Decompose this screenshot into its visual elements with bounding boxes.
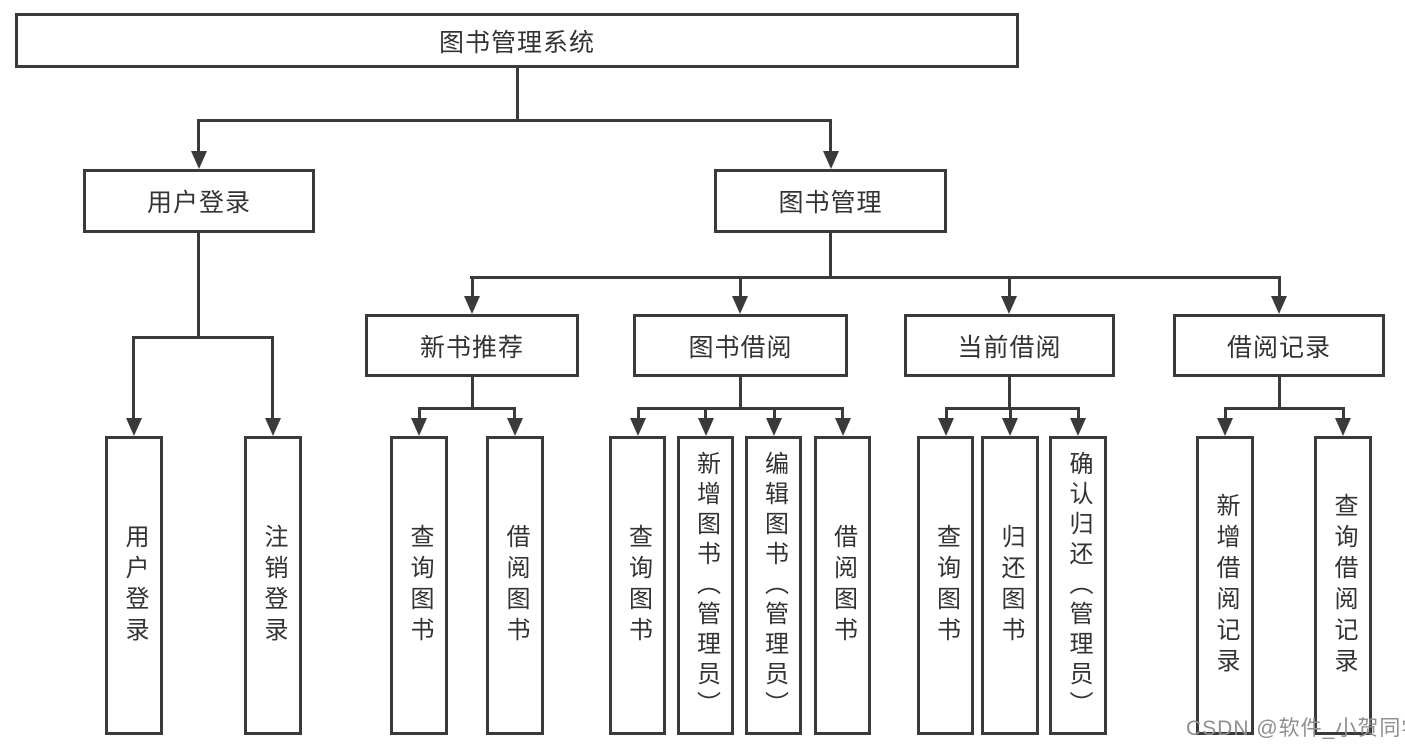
connector-borrow-c3 <box>773 407 776 420</box>
leaf-records-query-record: 查询借阅记录 <box>1314 436 1372 735</box>
arrowhead-borrow-c4 <box>835 418 851 436</box>
leaf-current-confirm-return-admin: 确认归还（管理员） <box>1049 436 1107 735</box>
arrowhead-current-c1 <box>938 418 954 436</box>
connector-to-borrow <box>739 276 742 298</box>
connector-manage-branch <box>470 276 1280 279</box>
connector-borrow-c4 <box>841 407 844 420</box>
connector-to-recommend <box>471 276 474 298</box>
arrowhead-current-c2 <box>1002 418 1018 436</box>
connector-root-stem <box>516 68 519 119</box>
connector-recommend-branch <box>418 407 516 410</box>
arrowhead-records-c1 <box>1217 418 1233 436</box>
connector-to-leaf-login <box>132 336 135 420</box>
connector-root-branch <box>198 119 832 122</box>
connector-to-book-management <box>829 119 832 153</box>
arrowhead-borrow-c3 <box>766 418 782 436</box>
arrowhead-borrow-c1 <box>630 418 646 436</box>
connector-recommend-c2 <box>513 407 516 420</box>
connector-current-branch <box>945 407 1079 410</box>
connector-borrow-branch <box>637 407 844 410</box>
connector-records-c1 <box>1224 407 1227 420</box>
arrowhead-current-c3 <box>1070 418 1086 436</box>
connector-records-c2 <box>1342 407 1345 420</box>
arrowhead-book-management <box>823 151 839 169</box>
connector-records-stem <box>1278 377 1281 407</box>
leaf-logout: 注销登录 <box>244 436 302 735</box>
csdn-watermark: CSDN @软件_小贺同学 <box>1186 717 1405 740</box>
arrowhead-current <box>1001 296 1017 314</box>
connector-to-current <box>1008 276 1011 298</box>
node-book-management: 图书管理 <box>714 169 947 233</box>
arrowhead-user-login <box>191 151 207 169</box>
leaf-user-login: 用户登录 <box>105 436 163 735</box>
leaf-records-add-record: 新增借阅记录 <box>1196 436 1254 735</box>
arrowhead-borrow <box>732 296 748 314</box>
connector-login-stem <box>197 233 200 336</box>
connector-borrow-stem <box>739 377 742 407</box>
node-library-management-system: 图书管理系统 <box>15 13 1019 68</box>
connector-current-c2 <box>1009 407 1012 420</box>
connector-borrow-c1 <box>637 407 640 420</box>
arrowhead-records <box>1271 296 1287 314</box>
connector-to-leaf-logout <box>271 336 274 420</box>
connector-records-branch <box>1224 407 1344 410</box>
leaf-borrow-add-books-admin: 新增图书（管理员） <box>677 436 734 735</box>
arrowhead-recommend-c2 <box>507 418 523 436</box>
connector-current-stem <box>1008 377 1011 407</box>
node-user-login: 用户登录 <box>83 169 315 233</box>
connector-recommend-c1 <box>418 407 421 420</box>
leaf-recommend-borrow-books: 借阅图书 <box>486 436 544 735</box>
leaf-borrow-borrow-books: 借阅图书 <box>814 436 871 735</box>
leaf-current-query-books: 查询图书 <box>917 436 974 735</box>
node-book-borrowing: 图书借阅 <box>633 314 848 377</box>
connector-current-c1 <box>945 407 948 420</box>
node-new-book-recommendation: 新书推荐 <box>365 314 579 377</box>
leaf-current-return-books: 归还图书 <box>981 436 1039 735</box>
node-borrowing-records: 借阅记录 <box>1173 314 1385 377</box>
connector-manage-stem <box>829 233 832 276</box>
connector-to-user-login <box>197 119 200 153</box>
node-current-borrowing: 当前借阅 <box>904 314 1115 377</box>
leaf-borrow-edit-books-admin: 编辑图书（管理员） <box>745 436 802 735</box>
connector-to-records <box>1278 276 1281 298</box>
arrowhead-leaf-logout <box>265 418 281 436</box>
arrowhead-records-c2 <box>1335 418 1351 436</box>
arrowhead-leaf-login <box>126 418 142 436</box>
connector-current-c3 <box>1077 407 1080 420</box>
arrowhead-borrow-c2 <box>698 418 714 436</box>
leaf-borrow-query-books: 查询图书 <box>609 436 666 735</box>
connector-login-branch <box>133 336 274 339</box>
leaf-recommend-query-books: 查询图书 <box>390 436 448 735</box>
arrowhead-recommend <box>464 296 480 314</box>
connector-borrow-c2 <box>704 407 707 420</box>
connector-recommend-stem <box>471 377 474 407</box>
arrowhead-recommend-c1 <box>411 418 427 436</box>
